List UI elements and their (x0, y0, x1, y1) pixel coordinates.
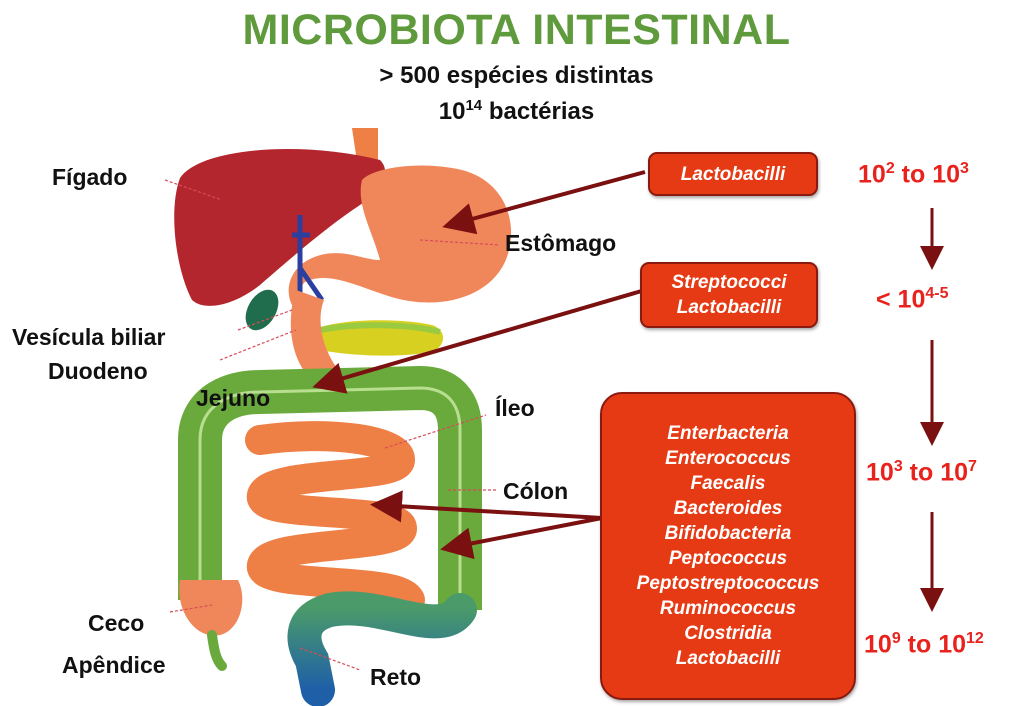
count-jejunum: < 104-5 (876, 285, 948, 314)
bacteria-name: Streptococci (642, 270, 816, 295)
count-stomach: 102 to 103 (858, 160, 969, 189)
bacteria-name: Ruminococcus (602, 596, 854, 621)
label-ileo: Íleo (495, 395, 535, 422)
colon-bacteria-box: Enterbacteria Enterococcus Faecalis Bact… (600, 392, 856, 700)
stomach-bacteria-box: Lactobacilli (648, 152, 818, 196)
label-duodeno: Duodeno (48, 358, 148, 385)
bacteria-name: Clostridia (602, 621, 854, 646)
diagram-title: MICROBIOTA INTESTINAL (0, 6, 1033, 55)
jejunum-bacteria-box: Streptococci Lactobacilli (640, 262, 818, 328)
label-ceco: Ceco (88, 610, 144, 637)
count-colon-upper: 103 to 107 (866, 458, 977, 487)
bacteria-name: Lactobacilli (650, 162, 816, 187)
bacteria-name: Enterbacteria (602, 421, 854, 446)
species-subtitle: > 500 espécies distintas (0, 62, 1033, 90)
label-apendice: Apêndice (62, 652, 166, 679)
cecum-shape (179, 580, 242, 636)
label-colon: Cólon (503, 478, 568, 505)
bacteria-name: Peptococcus (602, 546, 854, 571)
label-reto: Reto (370, 664, 421, 691)
small-intestine-shape (260, 436, 410, 600)
bacteria-name: Lactobacilli (642, 295, 816, 320)
bacteria-name: Bacteroides (602, 496, 854, 521)
bacteria-name: Faecalis (602, 471, 854, 496)
label-estomago: Estômago (505, 230, 616, 257)
bacteria-name: Bifidobacteria (602, 521, 854, 546)
appendix-shape (212, 635, 222, 666)
bacteria-count-subtitle: 1014 bactérias (0, 97, 1033, 126)
bacteria-name: Enterococcus (602, 446, 854, 471)
label-vesicula: Vesícula biliar (12, 324, 165, 351)
bacteria-name: Lactobacilli (602, 646, 854, 671)
label-figado: Fígado (52, 164, 127, 191)
bacteria-name: Peptostreptococcus (602, 571, 854, 596)
count-colon-lower: 109 to 1012 (864, 630, 984, 659)
label-jejuno: Jejuno (196, 385, 270, 412)
